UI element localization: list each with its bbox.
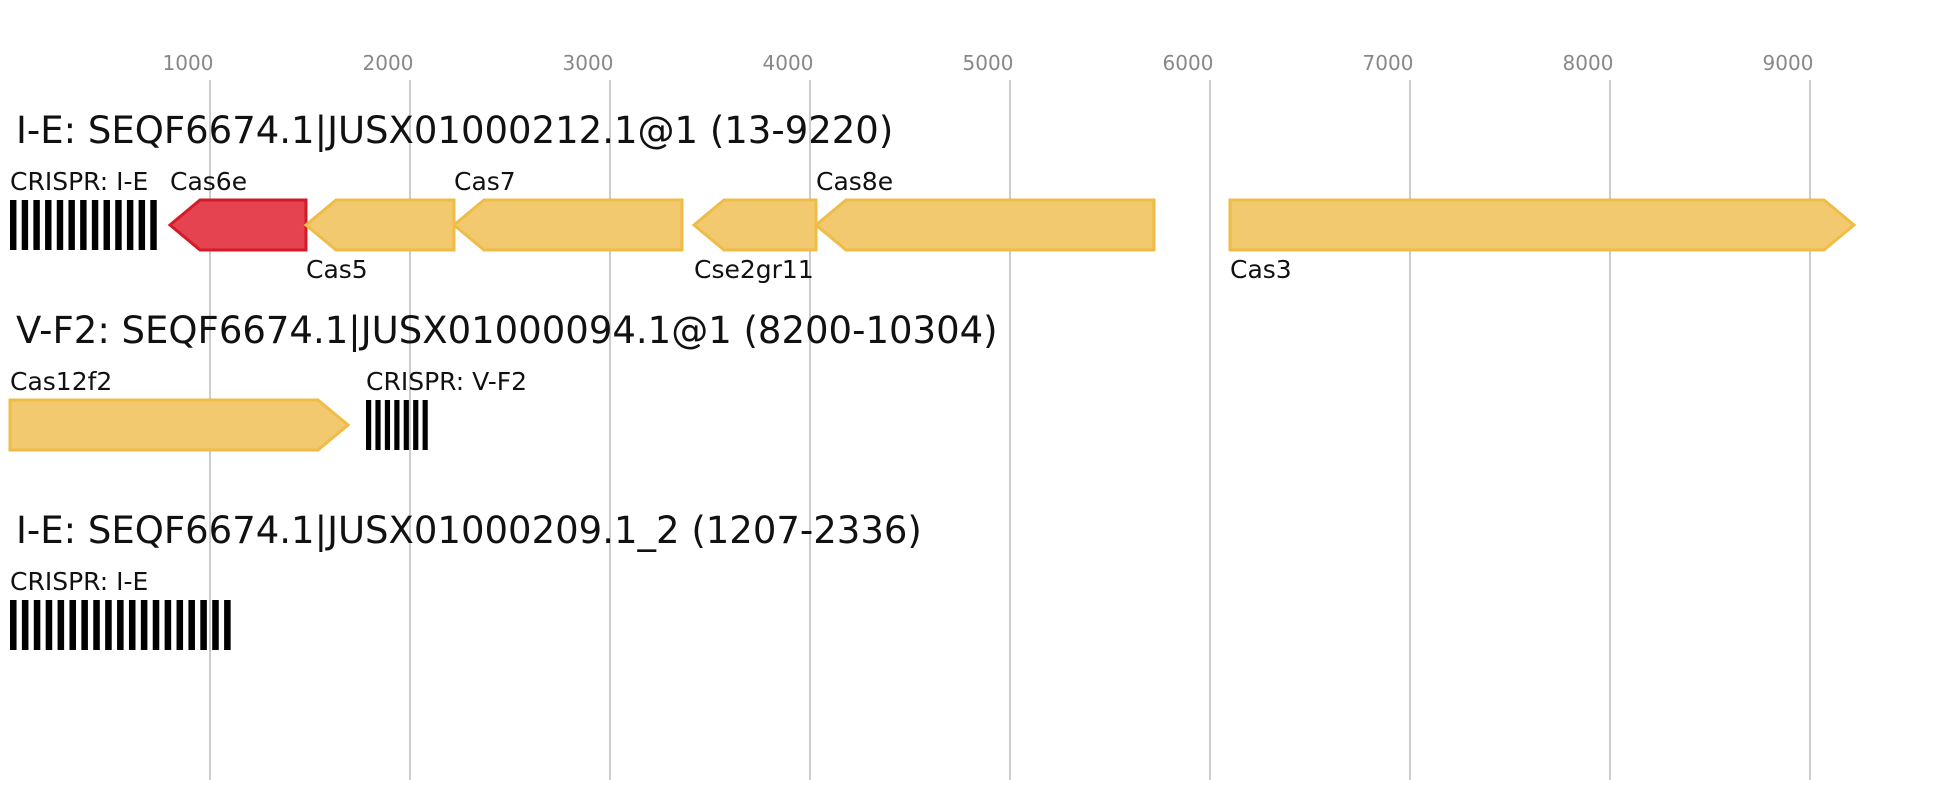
- crispr-repeat: [422, 400, 428, 450]
- axis-tick-label: 5000: [963, 51, 1014, 75]
- axis-tick-label: 8000: [1563, 51, 1614, 75]
- locus-track: V-F2: SEQF6674.1|JUSX01000094.1@1 (8200-…: [8, 309, 998, 452]
- crispr-label: CRISPR: I-E: [10, 167, 148, 196]
- crispr-array: [366, 400, 428, 450]
- crispr-repeat: [68, 200, 75, 250]
- gene-arrow-cse2gr11[interactable]: [691, 198, 818, 252]
- gene-arrow-cas7[interactable]: [451, 198, 684, 252]
- axis-tick-label: 6000: [1163, 51, 1214, 75]
- gene-arrow-cas12f2[interactable]: [8, 398, 351, 452]
- gene-arrow-cas8e[interactable]: [813, 198, 1156, 252]
- crispr-repeat: [105, 600, 112, 650]
- axis-tick-label: 4000: [763, 51, 814, 75]
- crispr-repeat: [413, 400, 419, 450]
- gene-label-cas8e: Cas8e: [816, 167, 893, 196]
- gene-label-cse2gr11: Cse2gr11: [694, 255, 814, 284]
- locus-title: I-E: SEQF6674.1|JUSX01000209.1_2 (1207-2…: [16, 509, 922, 552]
- crispr-repeat: [45, 600, 53, 650]
- locus-title: I-E: SEQF6674.1|JUSX01000212.1@1 (13-922…: [16, 109, 893, 152]
- crispr-repeat: [150, 200, 157, 250]
- grid-layer: 1000 2000 3000 4000 5000 6000 7000 8000 9000: [163, 51, 1814, 780]
- gene-arrow-cas3[interactable]: [1228, 198, 1857, 252]
- crispr-repeat: [200, 600, 207, 650]
- gene-label-cas3: Cas3: [1230, 255, 1292, 284]
- axis-tick-label: 9000: [1763, 51, 1814, 75]
- crispr-repeat: [103, 200, 110, 250]
- gene-label-cas6e: Cas6e: [170, 167, 247, 196]
- axis-tick-label: 3000: [563, 51, 614, 75]
- crispr-repeat: [366, 400, 372, 450]
- locus-track: I-E: SEQF6674.1|JUSX01000209.1_2 (1207-2…: [10, 509, 922, 650]
- crispr-repeat: [164, 600, 172, 650]
- crispr-repeat: [188, 600, 195, 650]
- crispr-repeat: [93, 600, 100, 650]
- crispr-repeat: [45, 200, 52, 250]
- gene-label-cas5: Cas5: [306, 255, 368, 284]
- crispr-repeat: [69, 600, 77, 650]
- crispr-repeat: [21, 600, 29, 650]
- crispr-repeat: [81, 600, 88, 650]
- gene-arrow-cas6e[interactable]: [167, 198, 308, 252]
- crispr-repeat: [57, 600, 65, 650]
- crispr-repeat: [115, 200, 122, 250]
- crispr-repeat: [21, 200, 29, 250]
- crispr-repeat: [224, 600, 231, 650]
- crispr-repeat: [33, 600, 41, 650]
- crispr-repeat: [80, 200, 87, 250]
- locus-title: V-F2: SEQF6674.1|JUSX01000094.1@1 (8200-…: [16, 309, 998, 352]
- crispr-repeat: [128, 600, 136, 650]
- crispr-label: CRISPR: V-F2: [366, 367, 527, 396]
- crispr-repeat: [91, 200, 99, 250]
- crispr-repeat: [126, 200, 134, 250]
- axis-tick-label: 7000: [1363, 51, 1414, 75]
- crispr-array: [10, 600, 231, 650]
- crispr-repeat: [33, 200, 40, 250]
- axis-tick-label: 1000: [163, 51, 214, 75]
- locus-track: I-E: SEQF6674.1|JUSX01000212.1@1 (13-922…: [10, 109, 1857, 284]
- crispr-repeat: [152, 600, 160, 650]
- crispr-label: CRISPR: I-E: [10, 567, 148, 596]
- axis-tick-label: 2000: [363, 51, 414, 75]
- loci-layer: I-E: SEQF6674.1|JUSX01000212.1@1 (13-922…: [8, 109, 1857, 650]
- crispr-repeat: [375, 400, 381, 450]
- crispr-repeat: [394, 400, 400, 450]
- gene-label-cas12f2: Cas12f2: [10, 367, 112, 396]
- gene-label-cas7: Cas7: [454, 167, 516, 196]
- crispr-repeat: [403, 400, 409, 450]
- crispr-repeat: [138, 200, 146, 250]
- gene-arrow-cas5[interactable]: [303, 198, 456, 252]
- crispr-array: [10, 200, 157, 250]
- crispr-repeat: [140, 600, 148, 650]
- crispr-repeat: [176, 600, 184, 650]
- crispr-repeat: [56, 200, 64, 250]
- crispr-repeat: [212, 600, 219, 650]
- crispr-repeat: [10, 200, 17, 250]
- crispr-repeat: [117, 600, 124, 650]
- crispr-repeat: [10, 600, 17, 650]
- crispr-repeat: [384, 400, 391, 450]
